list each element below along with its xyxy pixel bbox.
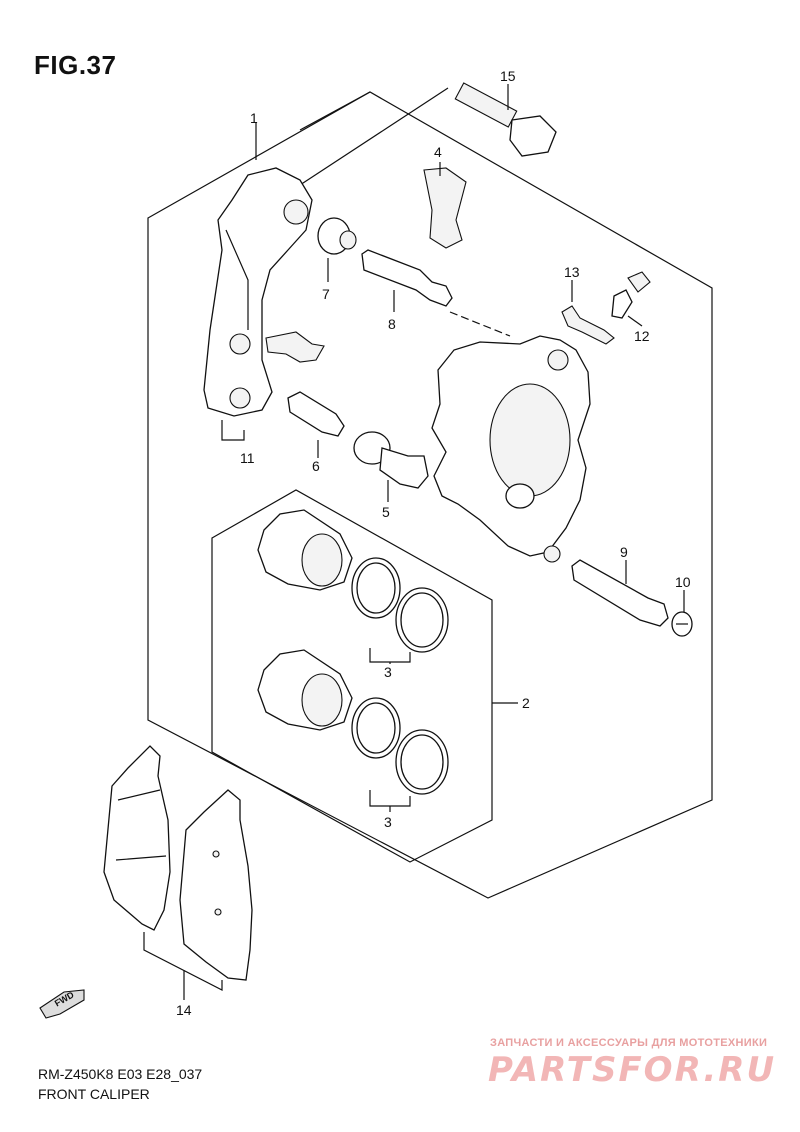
watermark-logo: PARTSFOR.RU bbox=[488, 1050, 777, 1090]
pad-spring bbox=[265, 331, 325, 363]
bleeder-12 bbox=[611, 271, 651, 319]
piston-upper bbox=[257, 509, 449, 653]
bolt-15 bbox=[454, 82, 557, 157]
bolt-6 bbox=[287, 391, 345, 437]
bolt-5 bbox=[353, 431, 429, 489]
boot-7 bbox=[317, 217, 357, 255]
pad-retainer-4 bbox=[423, 167, 467, 249]
piston-lower bbox=[257, 649, 449, 795]
plug-10 bbox=[671, 611, 693, 637]
fwd-arrow-icon bbox=[39, 989, 85, 1019]
pin-9 bbox=[571, 559, 669, 627]
figure-title: FIG.37 bbox=[34, 50, 117, 80]
brake-pads bbox=[103, 745, 253, 981]
caliper-body bbox=[431, 335, 591, 563]
figure-caption: FRONT CALIPER bbox=[38, 1086, 150, 1102]
model-code: RM-Z450K8 E03 E28_037 bbox=[38, 1066, 203, 1082]
watermark-tagline: ЗАПЧАСТИ И АКСЕССУАРЫ ДЛЯ МОТОТЕХНИКИ bbox=[490, 1037, 768, 1049]
piston-kit-outline-2 bbox=[211, 489, 493, 863]
pin-8 bbox=[361, 249, 453, 307]
cap-13 bbox=[561, 305, 615, 345]
caliper-bracket bbox=[203, 167, 313, 417]
